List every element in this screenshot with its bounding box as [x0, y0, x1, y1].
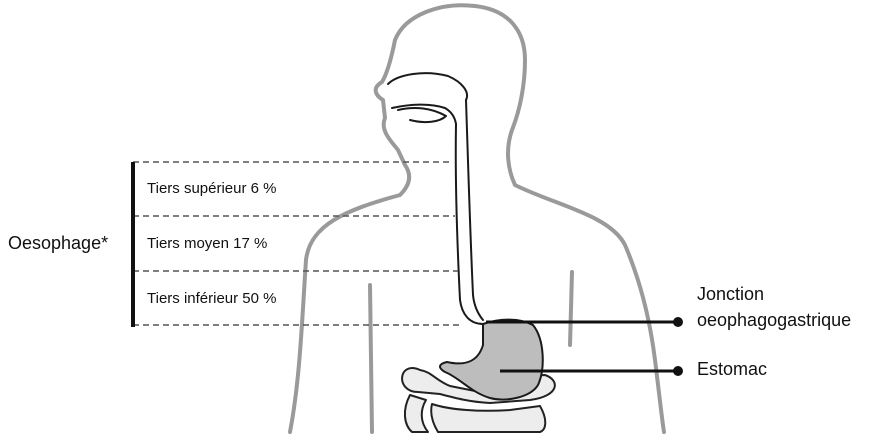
- nasal-cavity: [388, 73, 467, 100]
- oesophagus-tract: [388, 73, 483, 324]
- estomac-pointer-dot: [673, 366, 683, 376]
- left-arm-outline: [370, 285, 372, 432]
- tiers-inferieur-label: Tiers inférieur 50 %: [147, 290, 277, 308]
- tiers-moyen-label: Tiers moyen 17 %: [147, 235, 267, 253]
- tiers-superieur-label: Tiers supérieur 6 %: [147, 180, 277, 198]
- large-intestine-left: [405, 395, 428, 432]
- jonction-pointer-dot: [673, 317, 683, 327]
- estomac-label: Estomac: [697, 359, 767, 381]
- tongue: [398, 108, 446, 122]
- jonction-label-line2: oeophagogastrique: [697, 310, 851, 332]
- right-arm-outline: [570, 272, 572, 345]
- oesophage-label: Oesophage*: [8, 233, 108, 255]
- jonction-label-line1: Jonction: [697, 284, 764, 306]
- large-intestine-bottom: [431, 404, 545, 432]
- oesophagus-right-wall: [466, 100, 483, 320]
